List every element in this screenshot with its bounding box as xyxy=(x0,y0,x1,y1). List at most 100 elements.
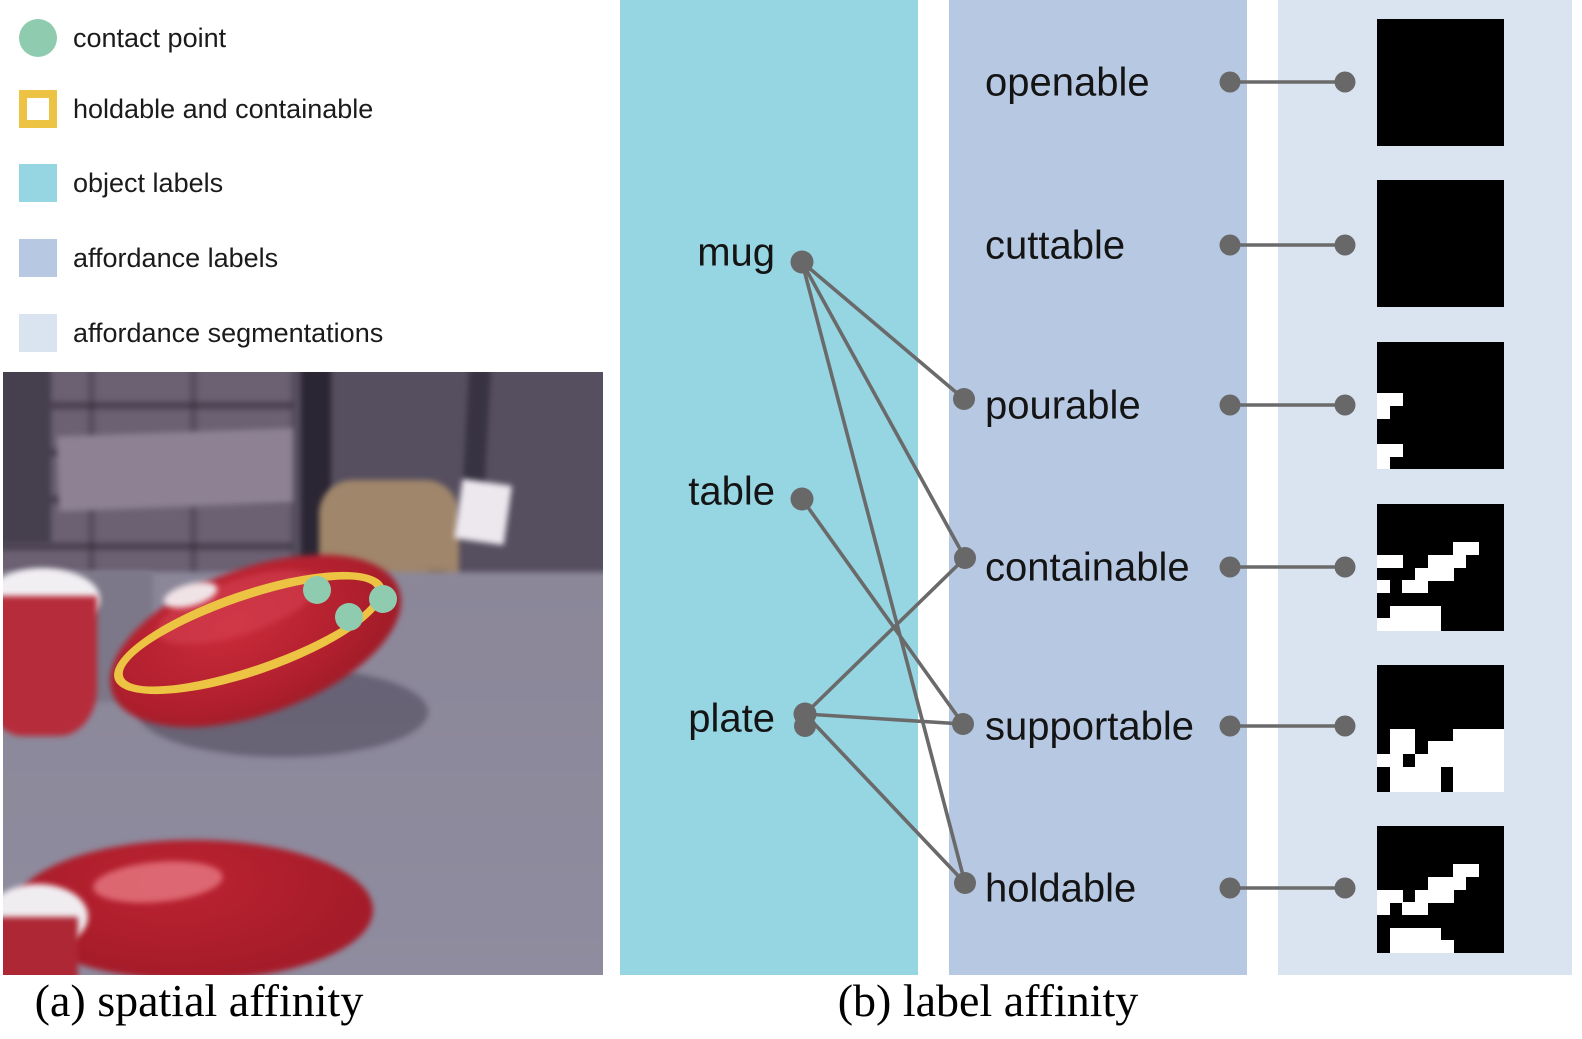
mask-pixel xyxy=(1427,554,1441,568)
mask-pixel xyxy=(1465,864,1479,878)
mask-pixel xyxy=(1377,889,1391,903)
affordance-label-openable: openable xyxy=(985,60,1150,105)
mask-pixel xyxy=(1377,392,1391,406)
mask-pixel xyxy=(1402,927,1416,941)
mask-pixel xyxy=(1491,766,1504,780)
mask-pixel xyxy=(1389,766,1403,780)
caption-spatial-affinity: (a) spatial affinity xyxy=(34,975,364,1026)
photo-spatial-affinity xyxy=(3,372,603,975)
mask-pixel xyxy=(1415,766,1429,780)
mask-pixel xyxy=(1377,443,1391,457)
mask-pixel xyxy=(1377,580,1391,594)
mask-pixel xyxy=(1453,766,1467,780)
legend-item-label: contact point xyxy=(73,22,227,53)
mask-pixel xyxy=(1377,554,1391,568)
color-swatch-icon xyxy=(19,239,57,277)
mask-pixel xyxy=(1402,728,1416,742)
mask-pixel xyxy=(1415,779,1429,792)
affordance-label-containable: containable xyxy=(985,545,1190,590)
mask-pixel xyxy=(1402,580,1416,594)
contact-point-marker xyxy=(335,603,363,631)
mask-pixel xyxy=(1415,605,1429,619)
mask-pixel xyxy=(1427,779,1441,792)
photo-bottom-cup-body xyxy=(3,917,78,975)
mask-pixel xyxy=(1427,940,1441,953)
mask-pixel xyxy=(1427,889,1441,903)
segmentation-mask-cuttable xyxy=(1377,180,1504,307)
mask-pixel xyxy=(1453,741,1467,755)
mask-pixel xyxy=(1453,542,1467,556)
mask-pixel xyxy=(1389,753,1403,767)
mask-pixel xyxy=(1389,728,1403,742)
contact-point-marker xyxy=(303,576,331,604)
mask-pixel xyxy=(1491,753,1504,767)
mask-pixel xyxy=(1415,889,1429,903)
mask-pixel xyxy=(1465,779,1479,792)
mask-pixel xyxy=(1478,779,1492,792)
caption-label-affinity: (b) label affinity xyxy=(837,975,1139,1026)
mask-pixel xyxy=(1427,753,1441,767)
legend-item: holdable and containable xyxy=(19,89,373,129)
object-label-plate: plate xyxy=(688,696,775,741)
mask-pixel xyxy=(1440,554,1454,568)
affordance-labels-band xyxy=(949,0,1247,975)
affordance-segmentations-band xyxy=(1278,0,1572,975)
mask-pixel xyxy=(1453,728,1467,742)
legend: contact point holdable and containable obj… xyxy=(19,0,579,360)
mask-pixel xyxy=(1440,741,1454,755)
segmentation-mask-containable xyxy=(1377,504,1504,631)
segmentation-mask-supportable xyxy=(1377,665,1504,792)
mask-pixel xyxy=(1402,940,1416,953)
mask-pixel xyxy=(1491,741,1504,755)
mask-pixel xyxy=(1427,766,1441,780)
affordance-label-pourable: pourable xyxy=(985,383,1141,428)
mask-pixel xyxy=(1389,392,1403,406)
mask-pixel xyxy=(1415,940,1429,953)
mask-pixel xyxy=(1377,456,1391,469)
mask-pixel xyxy=(1465,728,1479,742)
mask-pixel xyxy=(1389,927,1403,941)
mask-pixel xyxy=(1427,567,1441,581)
outline-square-icon xyxy=(19,90,57,128)
mask-pixel xyxy=(1389,554,1403,568)
color-swatch-icon xyxy=(19,164,57,202)
mask-pixel xyxy=(1440,876,1454,890)
legend-item-label: affordance segmentations xyxy=(73,317,384,348)
affordance-label-supportable: supportable xyxy=(985,704,1195,749)
mask-pixel xyxy=(1453,876,1467,890)
mask-pixel xyxy=(1415,753,1429,767)
mask-pixel xyxy=(1427,927,1441,941)
mask-pixel xyxy=(1402,605,1416,619)
mask-pixel xyxy=(1453,864,1467,878)
object-label-table: table xyxy=(688,469,775,514)
mask-pixel xyxy=(1478,741,1492,755)
mask-pixel xyxy=(1440,567,1454,581)
segmentation-mask-openable xyxy=(1377,19,1504,146)
mask-pixel xyxy=(1377,618,1391,631)
mask-pixel xyxy=(1389,618,1403,631)
mask-pixel xyxy=(1440,940,1454,953)
mask-pixel xyxy=(1389,779,1403,792)
legend-item-label: holdable and containable xyxy=(73,93,374,124)
mask-pixel xyxy=(1453,554,1467,568)
legend-item: affordance segmentations xyxy=(19,313,383,353)
mask-pixel xyxy=(1389,443,1403,457)
mask-pixel xyxy=(1389,741,1403,755)
mask-pixel xyxy=(1377,902,1391,916)
mask-pixel xyxy=(1440,889,1454,903)
mask-pixel xyxy=(1389,605,1403,619)
contact-point-icon xyxy=(19,19,57,57)
holdable-containable-ellipse-annotation xyxy=(101,546,398,720)
mask-pixel xyxy=(1415,580,1429,594)
mask-pixel xyxy=(1402,766,1416,780)
mask-pixel xyxy=(1415,902,1429,916)
mask-pixel xyxy=(1402,779,1416,792)
segmentation-mask-pourable xyxy=(1377,342,1504,469)
mask-pixel xyxy=(1415,618,1429,631)
mask-pixel xyxy=(1415,567,1429,581)
mask-pixel xyxy=(1402,618,1416,631)
affordance-label-cuttable: cuttable xyxy=(985,223,1126,268)
legend-item-label: object labels xyxy=(73,167,224,198)
mask-pixel xyxy=(1440,753,1454,767)
